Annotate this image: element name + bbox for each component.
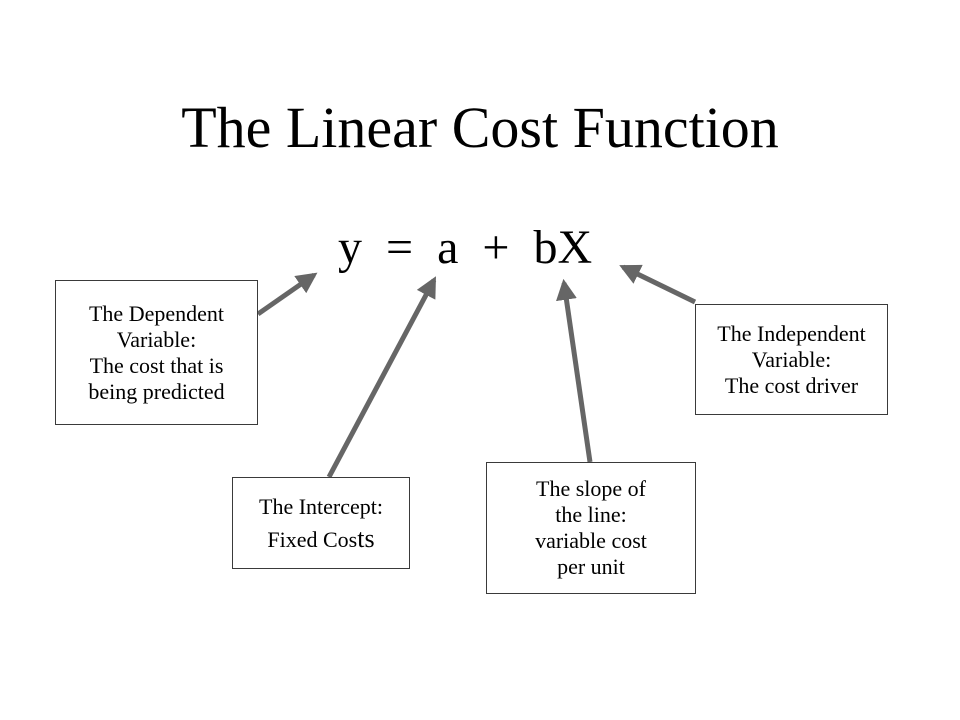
dependent-line-3: The cost that is [89,352,224,378]
slope-line-2: the line: [555,502,627,527]
slope-line-4: per unit [557,554,625,579]
intercept-box: The Intercept: Fixed Costs [232,477,410,569]
slope-box: The slope of the line: variable cost per… [486,462,696,594]
linear-cost-equation: y = a + bX [338,221,593,274]
intercept-line-2-suffix: ts [357,523,375,553]
arrow-slope-to-b [556,278,593,463]
independent-variable-box: The Independent Variable: The cost drive… [695,304,888,415]
intercept-line-2-main: Fixed Cos [267,526,358,552]
independent-line-3: The cost driver [724,372,859,398]
intercept-line-2: Fixed Costs [259,523,383,553]
dependent-variable-box: The Dependent Variable: The cost that is… [55,280,258,425]
slide-title: The Linear Cost Function [181,95,779,160]
arrow-intercept-to-a [326,276,437,479]
arrow-dependent-to-y [256,272,318,317]
slope-line-1: The slope of [536,476,646,501]
intercept-line-1: The Intercept: [259,493,383,519]
dependent-line-2: Variable: [116,326,197,352]
independent-line-1: The Independent [717,320,866,346]
dependent-line-4: being predicted [88,378,225,404]
arrow-independent-to-x [619,264,697,305]
slope-line-3: variable cost [535,528,647,553]
independent-line-2: Variable: [751,346,832,372]
dependent-line-1: The Dependent [88,300,224,326]
